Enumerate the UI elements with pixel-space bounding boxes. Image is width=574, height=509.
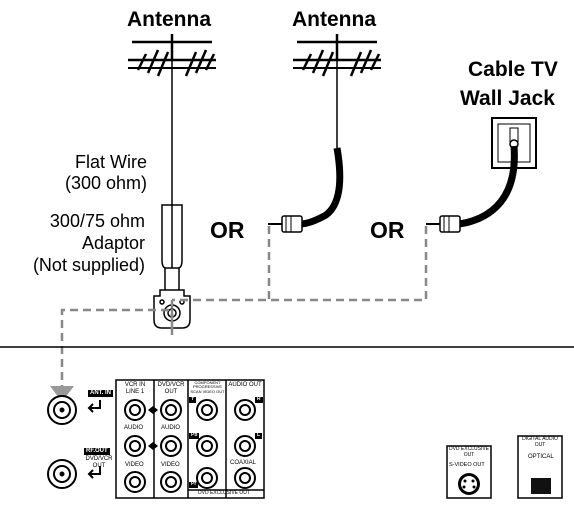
coaxial-label: COAXIAL [230, 460, 257, 466]
dashed-routing-lines [60, 226, 428, 386]
audio-out-label: AUDIO OUT [228, 382, 262, 388]
rf-out-jack-icon [47, 459, 77, 489]
vcr-in-line1-label: VCR IN LINE 1 [124, 382, 146, 395]
optical-port-icon [531, 478, 551, 494]
left-antenna-icon [128, 34, 216, 210]
left-antenna-label: Antenna [127, 8, 211, 31]
video-label-2: VIDEO [161, 462, 180, 468]
audio-label-1: AUDIO [124, 425, 144, 431]
r-label: R [255, 396, 263, 403]
y-label: Y [189, 396, 197, 403]
pb-label: Pb [189, 432, 200, 439]
pr-label: Pr [189, 481, 199, 488]
middle-antenna-label: Antenna [292, 8, 376, 31]
svideo-top-label: DVD EXCLUSIVE OUT [448, 446, 489, 458]
cable-tv-coax-icon [426, 145, 518, 233]
dvd-vcr-out-label: DVD/VCR OUT [85, 456, 113, 469]
link-diamonds [148, 406, 158, 450]
rf-out-arrow-icon [87, 466, 101, 479]
cable-tv-label-line2: Wall Jack [460, 87, 555, 110]
svideo-panel [446, 445, 492, 499]
video-label-1: VIDEO [125, 462, 144, 468]
or-label-2: OR [370, 217, 405, 243]
audio-label-2: AUDIO [161, 425, 181, 431]
adaptor-label-line1: 300/75 ohm [49, 211, 145, 231]
flat-wire-icon [161, 204, 183, 290]
component-out-label: COMPONENT PROGRESSIVE SCAN VIDEO OUT [190, 380, 225, 394]
ant-in-label: ANT. IN [88, 390, 113, 397]
rf-out-label: RF.OUT [84, 448, 110, 455]
or-label-1: OR [210, 217, 245, 243]
middle-coax-cable-icon [268, 147, 344, 233]
optical-label: OPTICAL [528, 454, 554, 460]
middle-antenna-icon [293, 34, 381, 148]
svideo-label: S-VIDEO OUT [449, 462, 485, 468]
ant-in-jack-icon [47, 395, 77, 425]
digital-audio-label: DIGITAL AUDIO OUT [522, 436, 558, 448]
dvd-exclusive-out-label: DVD EXCLUSIVE OUT [198, 490, 250, 496]
adaptor-label-line3: (Not supplied) [32, 255, 145, 275]
optical-panel [517, 435, 563, 499]
dashed-arrow-head-icon [50, 386, 74, 402]
adaptor-label-line2: Adaptor [81, 233, 145, 253]
av-panel-block [115, 379, 265, 499]
flat-wire-label-line2: (300 ohm) [64, 173, 147, 193]
cable-tv-label-line1: Cable TV [468, 58, 558, 81]
svideo-jack-icon [458, 473, 480, 495]
ant-in-arrow-icon [87, 400, 101, 413]
flat-wire-label-line1: Flat Wire [75, 152, 147, 172]
av-jacks [124, 399, 256, 493]
dvd-vcr-out-column-label: DVD/VCR OUT [157, 382, 185, 395]
l-label: L [255, 432, 263, 439]
